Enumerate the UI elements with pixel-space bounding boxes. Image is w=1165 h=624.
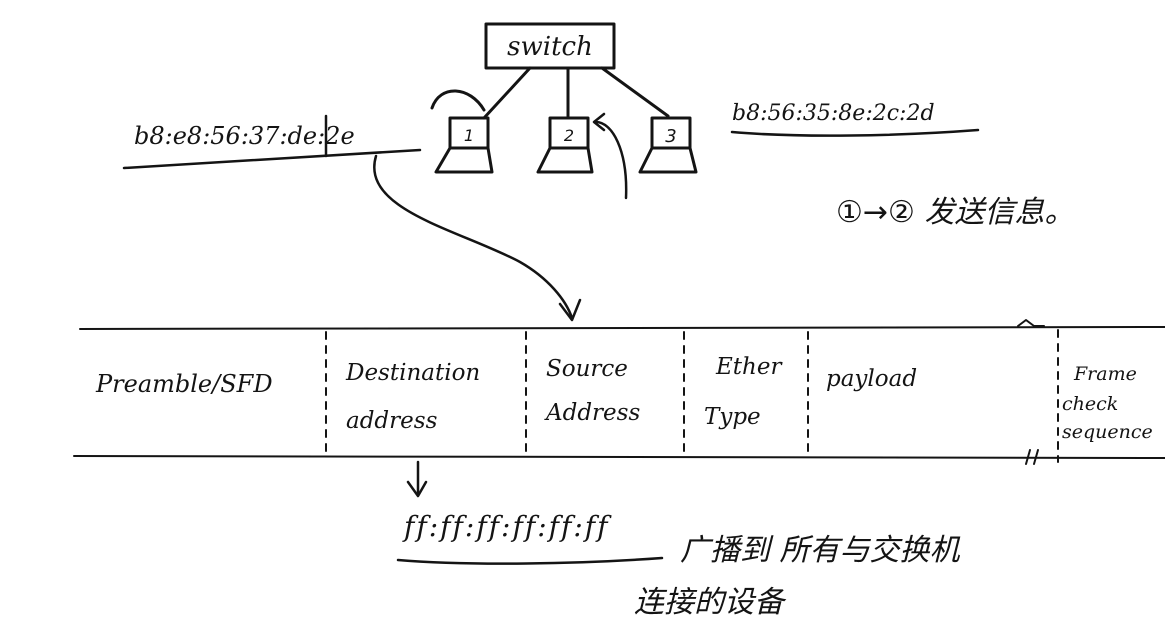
field-fcs-line2: check bbox=[1062, 393, 1118, 415]
broadcast-group: ff:ff:ff:ff:ff:ff 广播到 所有与交换机 连接的设备 bbox=[396, 510, 961, 620]
host-2-base bbox=[536, 146, 594, 174]
host2-incoming-arrow bbox=[592, 112, 628, 200]
frame-top-line bbox=[79, 326, 1165, 330]
mac-host1-underline bbox=[122, 148, 422, 170]
host2-arrow-shaft bbox=[594, 120, 628, 200]
field-ethertype-line2: Type bbox=[704, 404, 761, 430]
break-mark-bottom bbox=[1025, 449, 1039, 465]
switch-box bbox=[484, 22, 616, 70]
host1-mac-curve bbox=[430, 89, 486, 112]
broadcast-mac: ff:ff:ff:ff:ff:ff bbox=[402, 510, 612, 543]
dest-arrow-head bbox=[406, 480, 428, 498]
field-destination-line1: Destination bbox=[345, 360, 480, 386]
host-1-monitor bbox=[448, 116, 490, 150]
link-host1 bbox=[482, 66, 532, 120]
mac-arrow-shaft bbox=[373, 154, 574, 320]
switch-links bbox=[482, 66, 670, 120]
field-preamble: Preamble/SFD bbox=[95, 370, 273, 398]
field-ethertype-line1: Ether bbox=[715, 354, 783, 380]
host-2-monitor bbox=[548, 116, 590, 150]
destination-down-arrow bbox=[406, 460, 428, 498]
host-3: 3 bbox=[638, 116, 698, 174]
host-3-label: 3 bbox=[665, 126, 676, 147]
frame-bottom-line bbox=[73, 455, 1165, 459]
host-2-label: 2 bbox=[564, 126, 574, 145]
field-source-line1: Source bbox=[546, 356, 628, 382]
ethernet-frame: Preamble/SFD Destination address Source … bbox=[73, 319, 1165, 465]
host-2: 2 bbox=[536, 116, 594, 174]
field-payload: payload bbox=[826, 366, 917, 392]
mac-host1-group: b8:e8:56:37:de:2e bbox=[122, 114, 422, 170]
mac-host3-text: b8:56:35:8e:2c:2d bbox=[732, 101, 935, 126]
mac-host1-text: b8:e8:56:37:de:2e bbox=[134, 122, 355, 150]
link-host3 bbox=[600, 66, 670, 118]
mac-to-source-arrow bbox=[373, 154, 582, 322]
field-destination-line2: address bbox=[346, 408, 438, 434]
broadcast-underline bbox=[396, 556, 664, 565]
switch-node: switch bbox=[484, 22, 616, 70]
host-3-monitor bbox=[650, 116, 692, 150]
mac-arrow-head bbox=[558, 298, 582, 322]
break-mark-top bbox=[1017, 319, 1045, 327]
host-1-base bbox=[434, 146, 494, 174]
host-1-label: 1 bbox=[464, 126, 474, 145]
host-3-base bbox=[638, 146, 698, 174]
host2-arrow-head bbox=[592, 112, 606, 132]
host-1: 1 bbox=[434, 116, 494, 174]
broadcast-note-line2: 连接的设备 bbox=[634, 585, 787, 620]
switch-label: switch bbox=[507, 32, 593, 62]
broadcast-note-line1: 广播到 所有与交换机 bbox=[680, 533, 961, 568]
field-source-line2: Address bbox=[544, 400, 640, 426]
field-fcs-line3: sequence bbox=[1062, 421, 1153, 443]
send-note: ①→② 发送信息。 bbox=[836, 195, 1074, 230]
mac-host3-group: b8:56:35:8e:2c:2d bbox=[730, 101, 980, 137]
mac-host3-underline bbox=[730, 128, 980, 137]
field-fcs-line1: Frame bbox=[1073, 363, 1137, 385]
